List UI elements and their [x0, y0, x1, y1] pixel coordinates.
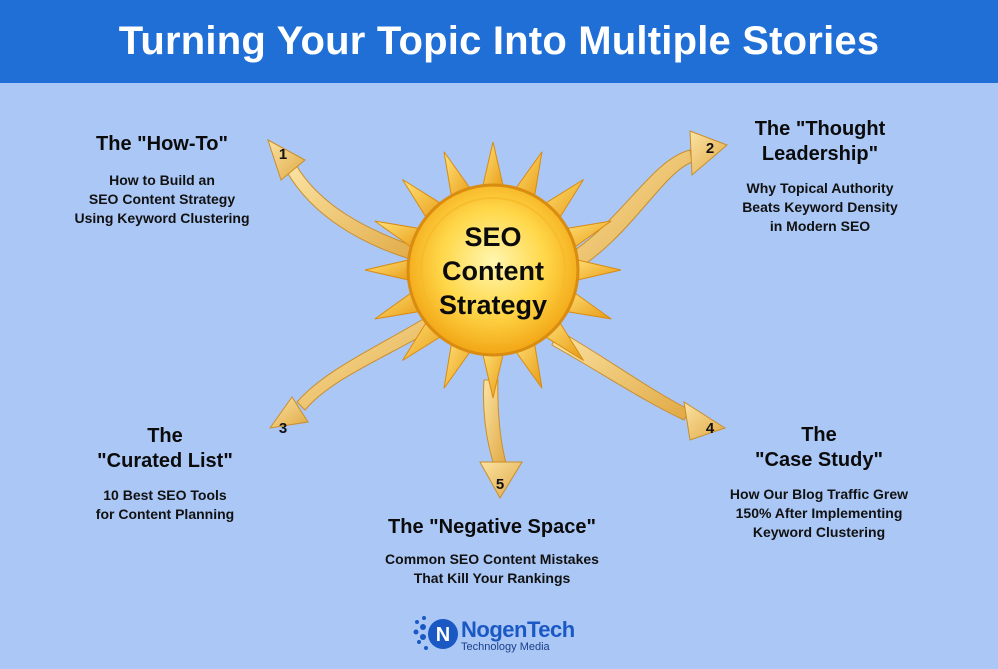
brand-logo: N NogenTech Technology Media	[413, 612, 575, 658]
story-number-2: 2	[705, 140, 715, 157]
story-desc-line: in Modern SEO	[769, 218, 871, 234]
story-card-thought-leadership: The "Thought Leadership" Why Topical Aut…	[710, 117, 930, 236]
story-desc-line: Beats Keyword Density	[742, 199, 898, 215]
story-title-line: The "Negative Space"	[388, 516, 596, 538]
story-description: Why Topical Authority Beats Keyword Dens…	[710, 179, 930, 236]
page-title: Turning Your Topic Into Multiple Stories	[118, 19, 880, 63]
story-desc-line: Keyword Clustering	[752, 524, 886, 540]
svg-text:N: N	[436, 624, 450, 646]
story-description: Common SEO Content Mistakes That Kill Yo…	[352, 550, 632, 588]
story-description: 10 Best SEO Tools for Content Planning	[60, 486, 270, 524]
center-line: Content	[442, 256, 544, 286]
brand-name: NogenTech	[461, 617, 575, 642]
arrow-2	[559, 130, 728, 276]
story-desc-line: 10 Best SEO Tools	[103, 487, 227, 503]
header-banner: Turning Your Topic Into Multiple Stories	[0, 0, 998, 83]
sun-disc	[406, 183, 580, 357]
story-title: The "Negative Space"	[352, 515, 632, 540]
story-card-curated-list: The "Curated List" 10 Best SEO Tools for…	[60, 424, 270, 524]
arrow-5	[479, 379, 523, 499]
story-card-case-study: The "Case Study" How Our Blog Traffic Gr…	[710, 423, 928, 542]
story-description: How Our Blog Traffic Grew 150% After Imp…	[710, 485, 928, 542]
story-number-1: 1	[278, 146, 288, 163]
arrow-4	[551, 329, 727, 441]
n-globe-icon: N	[413, 616, 458, 650]
sun-ray	[571, 258, 622, 282]
story-card-how-to: The "How-To" How to Build an SEO Content…	[62, 132, 262, 228]
story-desc-line: for Content Planning	[95, 506, 235, 522]
center-topic: SEO Content Strategy	[413, 220, 573, 322]
story-title-line: The "How-To"	[96, 133, 228, 155]
story-title: The "Curated List"	[60, 424, 270, 474]
story-title-line: The	[147, 425, 183, 447]
story-number-5: 5	[495, 476, 505, 493]
story-number-4: 4	[705, 420, 715, 437]
story-desc-line: That Kill Your Rankings	[413, 570, 571, 586]
story-desc-line: How to Build an	[109, 172, 215, 188]
story-desc-line: How Our Blog Traffic Grew	[729, 486, 909, 502]
story-title: The "How-To"	[62, 132, 262, 157]
story-number-3: 3	[278, 420, 288, 437]
sun-ray	[481, 141, 505, 192]
story-title: The "Thought Leadership"	[710, 117, 930, 167]
story-title-line: The	[801, 424, 837, 446]
sun-ray	[364, 258, 415, 282]
story-desc-line: SEO Content Strategy	[88, 191, 236, 207]
story-desc-line: 150% After Implementing	[735, 505, 903, 521]
story-title: The "Case Study"	[710, 423, 928, 473]
arrow-3	[268, 317, 433, 429]
sun-inner-ring	[420, 197, 566, 343]
story-description: How to Build an SEO Content Strategy Usi…	[62, 171, 262, 228]
arrow-1	[267, 138, 426, 263]
story-desc-line: Why Topical Authority	[746, 180, 894, 196]
center-line: Strategy	[438, 290, 548, 320]
story-title-line: Leadership"	[761, 143, 879, 165]
story-title-line: "Case Study"	[755, 449, 883, 471]
center-line: SEO	[464, 222, 522, 252]
story-desc-line: Common SEO Content Mistakes	[385, 551, 599, 567]
story-title-line: "Curated List"	[97, 450, 233, 472]
story-card-negative-space: The "Negative Space" Common SEO Content …	[352, 515, 632, 588]
story-title-line: The "Thought	[754, 118, 886, 140]
story-desc-line: Using Keyword Clustering	[74, 210, 250, 226]
brand-tagline: Technology Media	[461, 641, 550, 653]
